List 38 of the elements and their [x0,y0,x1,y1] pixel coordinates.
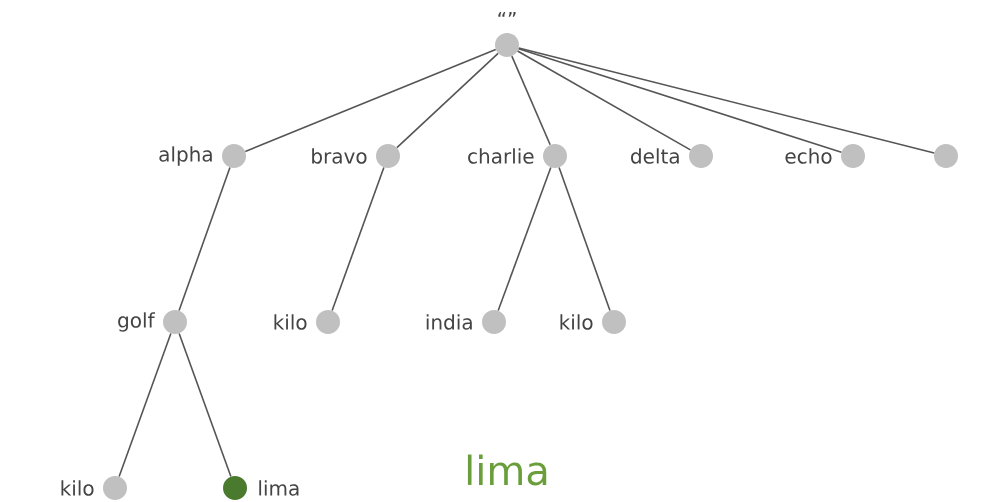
branch-line [178,332,232,478]
tree-node [841,144,865,168]
highlight-label: lima [467,454,547,486]
node-label: “” [498,12,516,17]
branch-line [396,52,499,149]
branch-line [497,166,552,312]
branch-line [558,166,611,312]
tree-node [934,144,958,168]
node-label: echo [785,148,832,164]
tree-node [689,144,713,168]
branch-line [516,50,692,151]
node-label: charlie [468,148,534,164]
branch-line [517,47,843,154]
tree-node [163,310,187,334]
node-label: kilo [274,314,307,330]
tree-node [223,476,247,500]
node-label: lima [259,480,299,496]
tree-node [222,144,246,168]
tree-node [103,476,127,500]
branch-line [118,332,172,478]
node-label: delta [631,148,679,164]
tree-node [316,310,340,334]
tree-node [482,310,506,334]
node-label: kilo [61,480,94,496]
tree-node [543,144,567,168]
tree-node [495,33,519,57]
tree-node [602,310,626,334]
branch-line [518,47,935,154]
tree-node [376,144,400,168]
node-label: alpha [159,146,212,166]
node-label: golf [118,312,155,332]
branch-line [331,166,385,312]
branch-line [244,48,497,153]
node-label: bravo [312,148,367,164]
node-label: india [426,314,472,330]
branch-line [178,166,231,312]
node-label: kilo [560,314,593,330]
branch-line [511,55,551,146]
